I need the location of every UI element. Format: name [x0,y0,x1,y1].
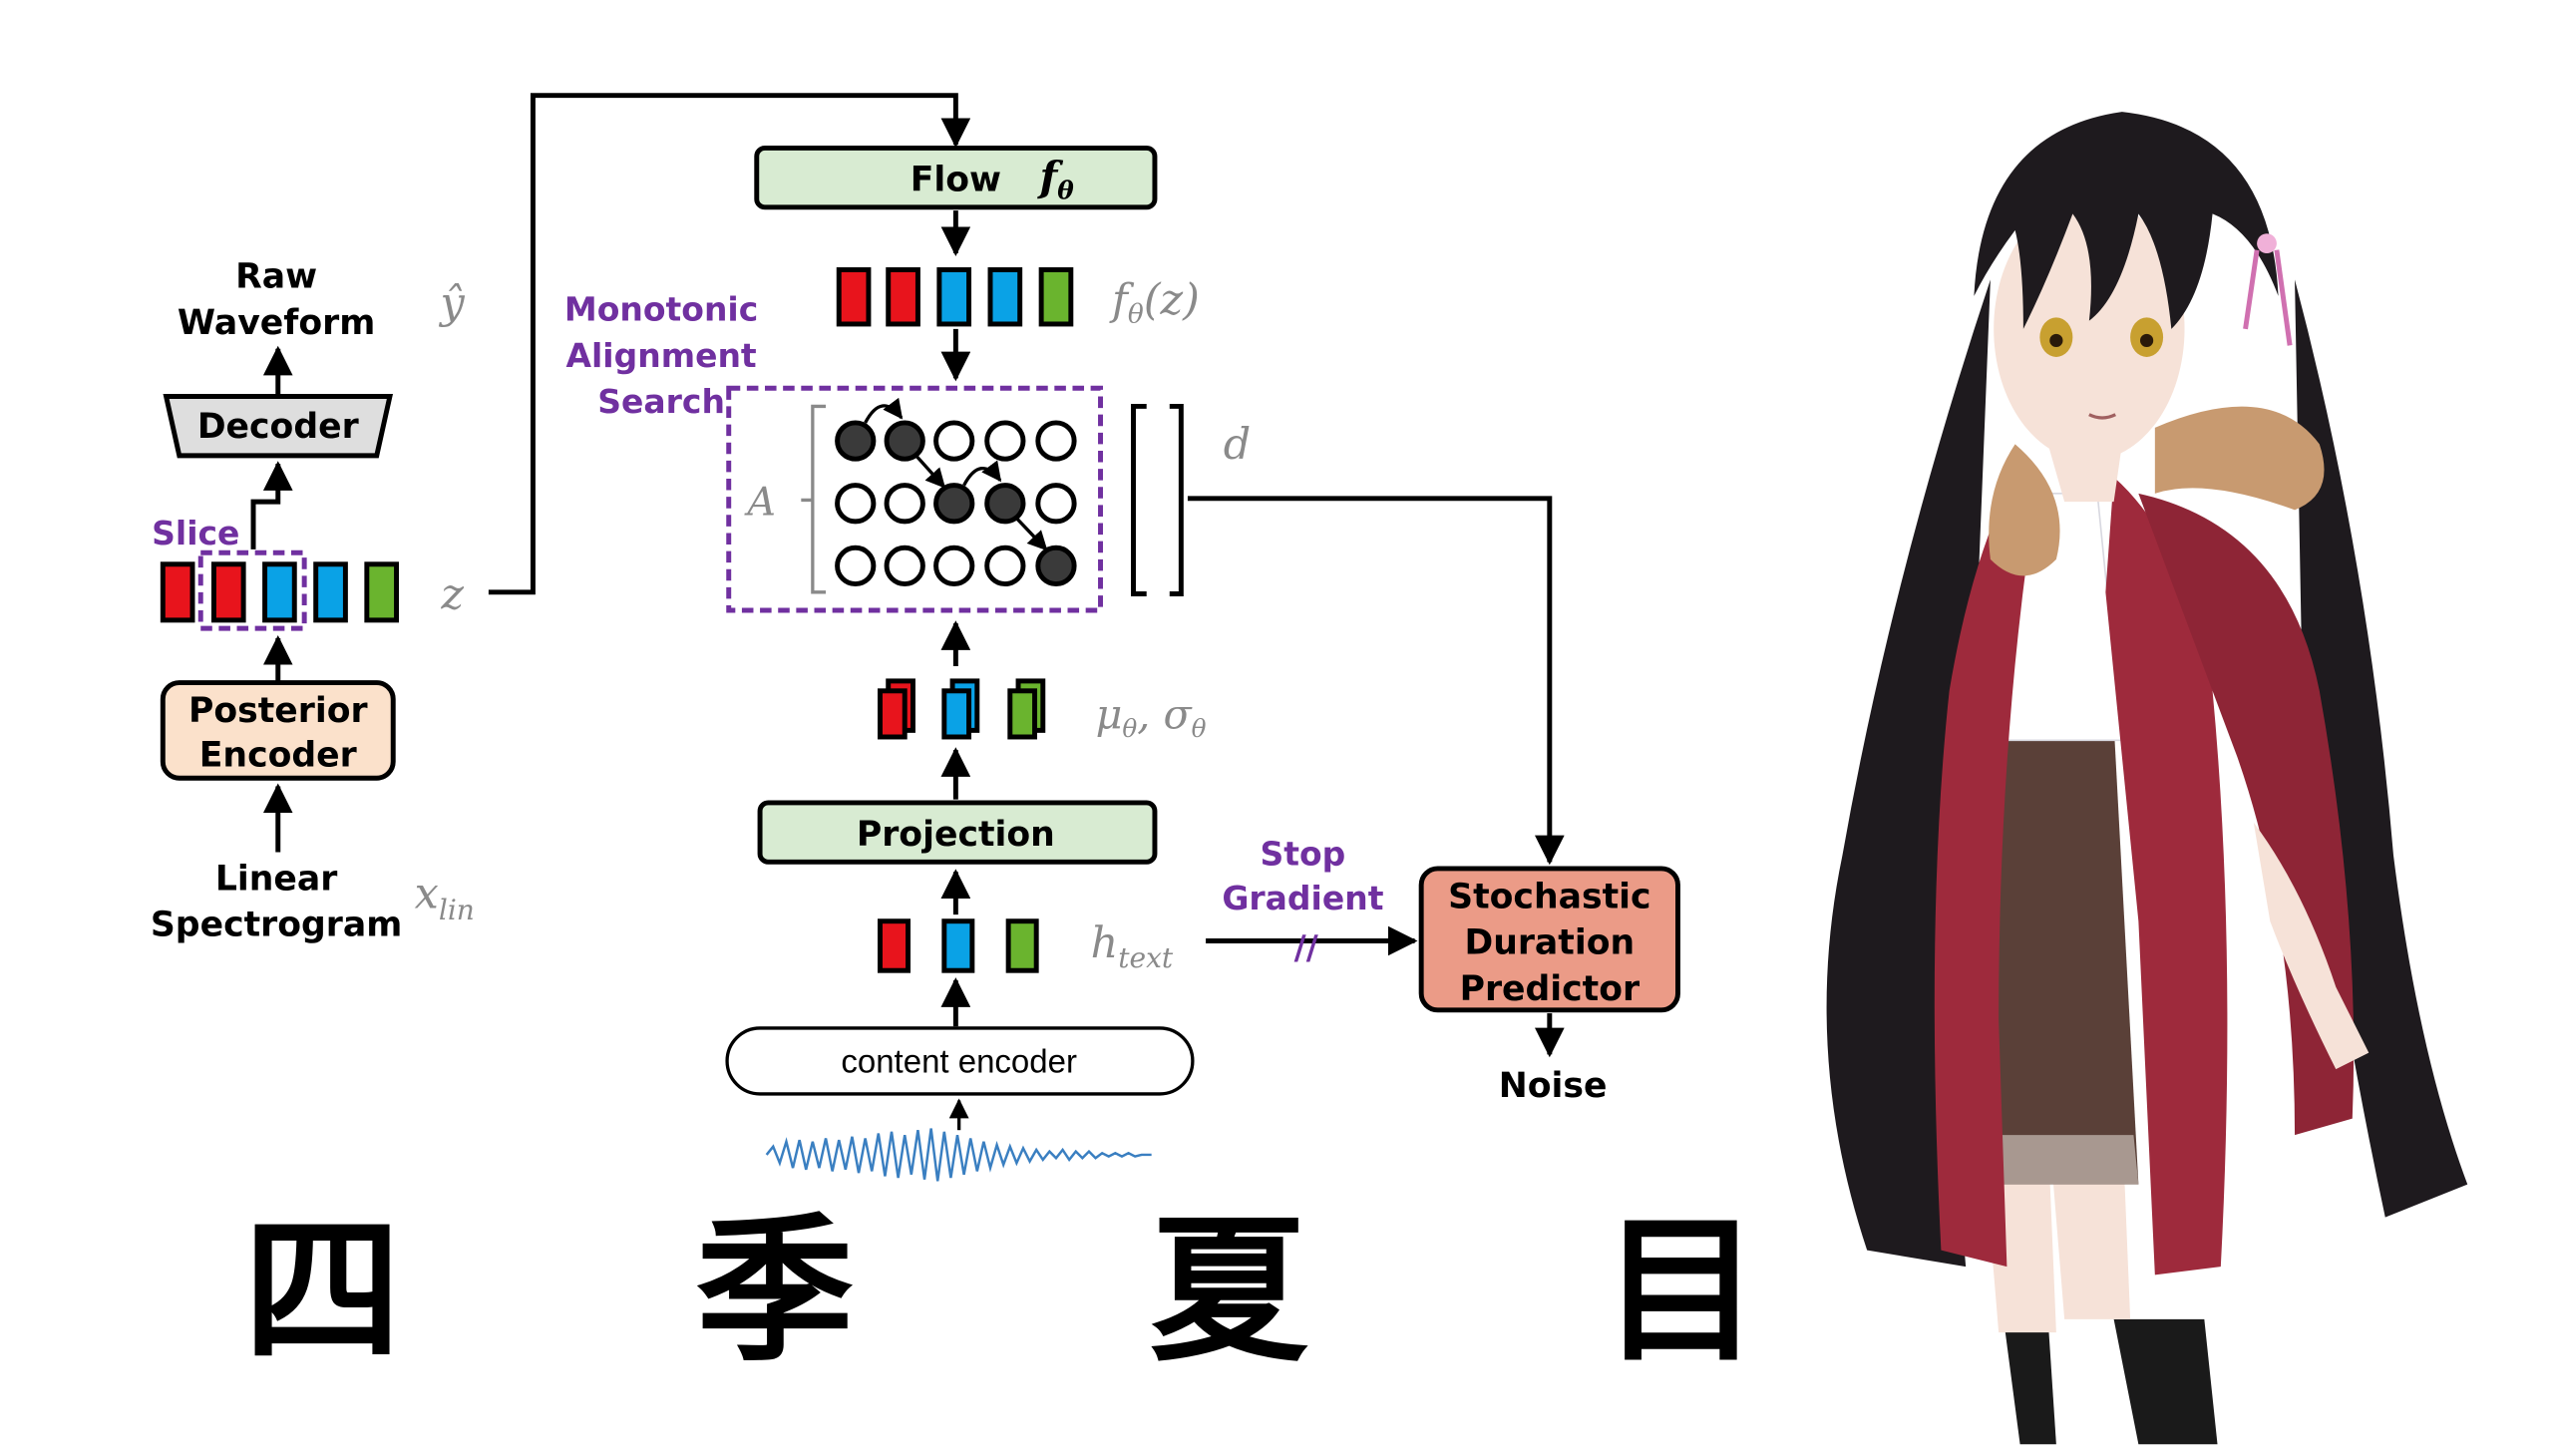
align-cell [933,545,975,587]
sdp-label-3: Predictor [1460,969,1641,1009]
z-token-2 [210,561,246,623]
sdp-label: Stochastic [1448,878,1650,917]
align-cell [884,483,925,525]
h-text-symbol: htext [1091,918,1174,974]
mas-label-3: Search [597,382,725,421]
projection-box [757,800,1158,865]
posterior-encoder-label-2: Encoder [199,736,357,776]
stop-gradient-label-2: Gradient [1222,879,1383,917]
d-symbol: d [1224,420,1251,470]
h-token-2 [941,918,975,973]
posterior-encoder-box [160,680,396,781]
stop-gradient-label: Stop [1261,835,1346,874]
linear-spectrogram-label: Linear [215,859,338,899]
x-lin-symbol: xlin [415,870,475,927]
align-cell [835,545,877,587]
title-char-2: 季 [695,1199,855,1384]
z-symbol: z [440,569,464,619]
align-cell [1035,483,1077,525]
linear-spectrogram-label-2: Spectrogram [151,906,402,945]
flow-label: Flow [911,160,1001,199]
stop-gradient-mark: // [1294,928,1319,967]
mas-label: Monotonic [564,290,758,329]
align-cell [884,420,925,462]
raw-waveform-label-2: Waveform [178,303,375,343]
z-token-1 [160,561,195,623]
fz-token-4 [987,267,1023,327]
title-char-1: 四 [243,1199,402,1384]
content-encoder-box [725,1026,1195,1096]
f-theta-z-symbol: fθ(z) [1109,275,1200,329]
title-char-3: 夏 [1150,1199,1308,1384]
align-cell [933,420,975,462]
posterior-encoder-label: Posterior [188,691,368,731]
z-token-3 [262,561,297,623]
align-cell [1035,420,1077,462]
sdp-box [1418,866,1680,1013]
audio-waveform-icon [765,1128,1152,1182]
alignment-matrix [835,420,1077,587]
content-encoder-label: content encoder [841,1042,1077,1079]
align-cell [1035,545,1077,587]
title-char-4: 目 [1602,1199,1760,1384]
mu-sigma-symbol: μθ, σθ [1096,691,1207,743]
h-token-1 [878,918,911,973]
align-cell [933,483,975,525]
flow-box [754,145,1158,210]
projection-label: Projection [857,815,1055,855]
z-token-4 [313,561,348,623]
align-cell [984,483,1026,525]
align-cell [984,420,1026,462]
a-matrix-symbol: A [743,479,776,525]
raw-waveform-label: Raw [235,257,317,297]
align-cell [835,483,877,525]
mas-bracket [726,385,1103,613]
fz-token-2 [886,267,920,327]
z-token-5 [364,561,400,623]
fz-token-3 [936,267,972,327]
align-cell [835,420,877,462]
sdp-label-2: Duration [1464,923,1635,963]
slice-label: Slice [152,514,239,552]
y-hat-symbol: ŷ [438,278,465,328]
align-cell [984,545,1026,587]
fz-token-1 [836,267,872,327]
anime-girl-illustration [1826,112,2468,1445]
decoder-box [163,394,394,459]
align-cell [884,545,925,587]
decoder-label: Decoder [197,407,359,447]
noise-label: Noise [1499,1066,1608,1106]
fz-token-5 [1038,267,1074,327]
mas-label-2: Alignment [565,336,756,375]
h-token-3 [1005,918,1039,973]
mu-sigma-tokens [878,678,1046,740]
